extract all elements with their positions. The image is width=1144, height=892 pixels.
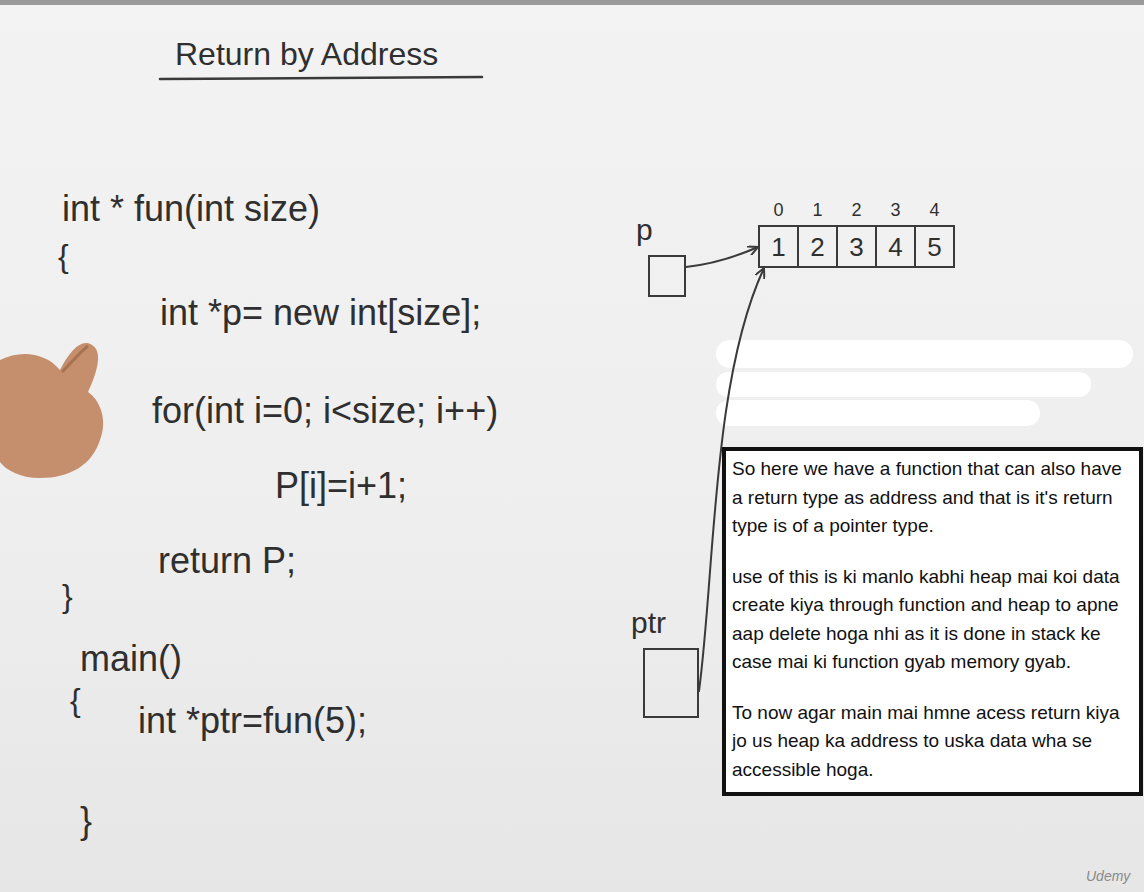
array-index: 2	[838, 200, 875, 221]
code-line: for(int i=0; i<size; i++)	[152, 390, 498, 431]
array-value: 5	[916, 231, 953, 262]
code-line: int *ptr=fun(5);	[138, 700, 367, 741]
array-index: 4	[916, 200, 953, 221]
redaction-bar	[716, 372, 1091, 397]
code-line: P[i]=i+1;	[275, 465, 407, 506]
finger-line	[62, 346, 88, 372]
array-index: 1	[799, 200, 836, 221]
note-paragraph: So here we have a function that can also…	[732, 455, 1131, 541]
pointer-arrow	[686, 247, 758, 267]
board-title: Return by Address	[175, 36, 438, 73]
pointer-box: ptr	[643, 648, 699, 718]
note-paragraph: To now agar main mai hmne acess return k…	[732, 699, 1131, 785]
array-value: 1	[760, 231, 797, 262]
title-underline	[160, 77, 482, 79]
code-line: main()	[80, 638, 182, 679]
code-brace: {	[70, 682, 81, 719]
code-brace: }	[80, 800, 92, 841]
array-cell: 34	[875, 225, 916, 268]
code-brace: {	[58, 238, 69, 275]
code-line: int *p= new int[size];	[160, 292, 481, 333]
array-value: 2	[799, 231, 836, 262]
board-edge	[0, 0, 1144, 5]
array-cell: 01	[758, 225, 799, 268]
code-line: return P;	[158, 540, 296, 581]
redaction-bar	[716, 400, 1040, 426]
code-line: int * fun(int size)	[62, 188, 320, 229]
note-box: So here we have a function that can also…	[722, 447, 1143, 796]
code-brace: }	[62, 578, 73, 615]
pointer-name: p	[636, 213, 653, 247]
watermark: Udemy	[1086, 868, 1130, 884]
array-value: 3	[838, 231, 875, 262]
note-paragraph: use of this is ki manlo kabhi heap mai k…	[732, 563, 1131, 677]
pointer-name: ptr	[631, 606, 666, 640]
array-index: 0	[760, 200, 797, 221]
redaction-bar	[716, 340, 1133, 368]
pointer-box: p	[648, 255, 686, 297]
array-cell: 12	[797, 225, 838, 268]
presenter-hand	[0, 343, 103, 478]
array-index: 3	[877, 200, 914, 221]
array-cell: 45	[914, 225, 955, 268]
array-cell: 23	[836, 225, 877, 268]
array-value: 4	[877, 231, 914, 262]
